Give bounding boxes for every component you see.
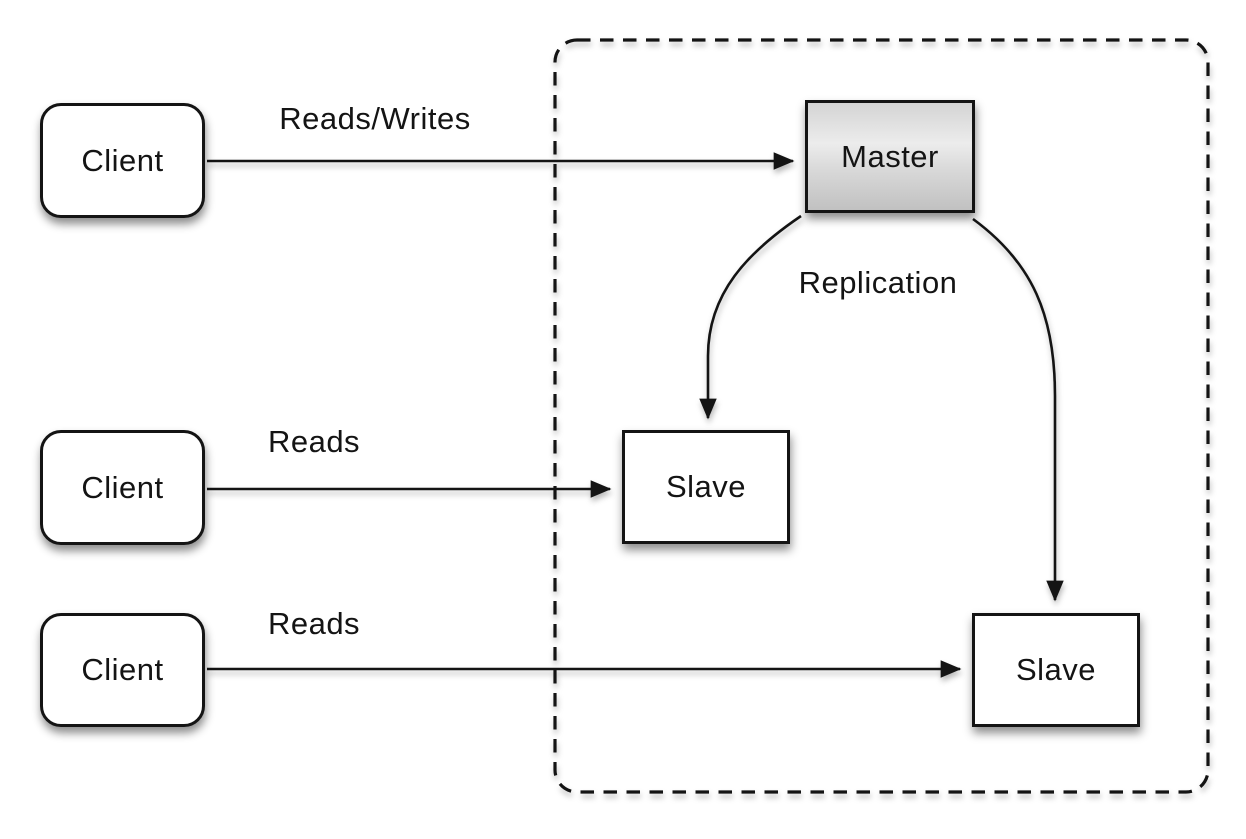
client-node-3: Client <box>40 613 205 727</box>
slave-node-1-label: Slave <box>665 469 747 504</box>
client-node-1: Client <box>40 103 205 218</box>
arrow-master-to-slave1 <box>699 214 802 420</box>
edge-label-replication: Replication <box>798 265 958 300</box>
client-node-3-label: Client <box>81 652 164 687</box>
master-node-label: Master <box>841 138 939 174</box>
edge-label-reads-2: Reads <box>267 606 361 641</box>
client-node-1-label: Client <box>81 142 164 178</box>
edge-label-reads-1: Reads <box>267 424 361 459</box>
client-node-2-label: Client <box>81 469 164 505</box>
slave-node-1: Slave <box>622 430 790 544</box>
arrow-master-to-slave2 <box>972 217 1064 602</box>
edge-label-reads-writes: Reads/Writes <box>279 101 471 136</box>
client-node-2: Client <box>40 430 205 545</box>
slave-node-2-label: Slave <box>1015 652 1097 687</box>
master-node: Master <box>805 100 975 213</box>
slave-node-2: Slave <box>972 613 1140 727</box>
